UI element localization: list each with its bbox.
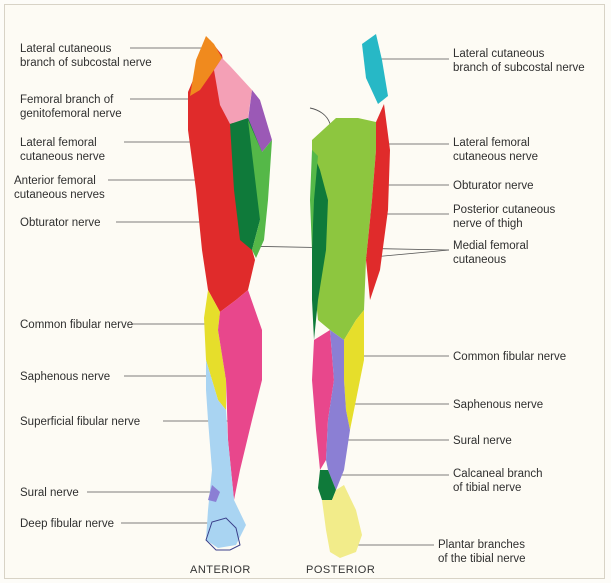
p-label-calcaneal: Calcaneal branch of tibial nerve — [453, 467, 543, 495]
a-label-deep-fibular: Deep fibular nerve — [20, 517, 114, 531]
p-label-subcostal: Lateral cutaneous branch of subcostal ne… — [453, 47, 585, 75]
a-label-superficial-fibular: Superficial fibular nerve — [20, 415, 140, 429]
p-label-posterior-thigh: Posterior cutaneous nerve of thigh — [453, 203, 555, 231]
p-label-lateral-femoral: Lateral femoral cutaneous nerve — [453, 136, 538, 164]
a-label-genitofemoral: Femoral branch of genitofemoral nerve — [20, 93, 122, 121]
a-label-saphenous: Saphenous nerve — [20, 370, 110, 384]
p-label-medial-femoral: Medial femoral cutaneous — [453, 239, 528, 267]
a-label-lateral-femoral: Lateral femoral cutaneous nerve — [20, 136, 105, 164]
anterior-caption: ANTERIOR — [190, 564, 251, 576]
a-label-obturator: Obturator nerve — [20, 216, 101, 230]
p-label-obturator: Obturator nerve — [453, 179, 534, 193]
a-label-anterior-femoral: Anterior femoral cutaneous nerves — [14, 174, 105, 202]
p-label-plantar: Plantar branches of the tibial nerve — [438, 538, 526, 566]
p-label-saphenous: Saphenous nerve — [453, 398, 543, 412]
a-label-common-fibular: Common fibular nerve — [20, 318, 133, 332]
posterior-caption: POSTERIOR — [306, 564, 375, 576]
p-label-common-fibular: Common fibular nerve — [453, 350, 566, 364]
a-label-sural: Sural nerve — [20, 486, 79, 500]
p-region-subcostal — [362, 34, 388, 104]
posterior-leg — [310, 34, 390, 558]
p-label-sural: Sural nerve — [453, 434, 512, 448]
anterior-leg — [188, 36, 272, 550]
a-label-subcostal: Lateral cutaneous branch of subcostal ne… — [20, 42, 152, 70]
